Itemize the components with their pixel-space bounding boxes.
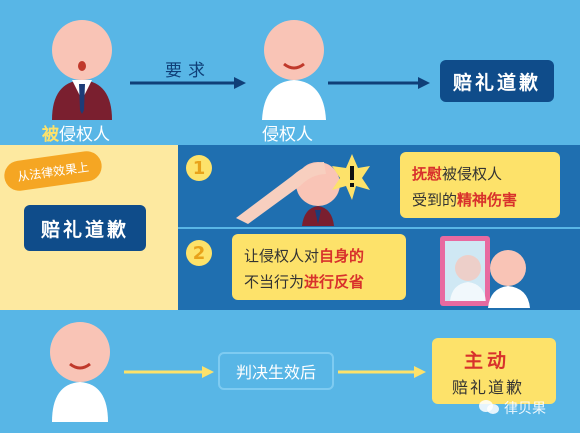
judgment-arrow-right (338, 366, 426, 378)
judgment-arrow-left (124, 366, 214, 378)
wechat-icon (479, 400, 499, 414)
item-1-line-1-emph: 抚慰 (412, 165, 443, 183)
result-arrow (328, 77, 430, 89)
item-2-number: 2 (186, 240, 212, 266)
infringed-label-prefix: 被 (42, 125, 59, 145)
apology-left-text: 赔礼道歉 (40, 218, 129, 241)
item-1-line-2: 受到的精神伤害 (412, 189, 517, 210)
item-1-box (400, 152, 560, 218)
item-2-box (232, 234, 406, 300)
item-2-line-1: 让侵权人对自身的 (244, 245, 364, 266)
items-divider (178, 227, 580, 229)
item-1-number: 1 (186, 155, 212, 181)
item-1-line-2-rest: 受到的 (412, 191, 458, 209)
infringer-person-figure (262, 20, 326, 120)
infringed-person-figure (52, 20, 112, 120)
item-2-line-2-emph: 进行反省 (304, 273, 365, 291)
mirror-reflection-figure (440, 236, 530, 308)
item-2-line-2: 不当行为进行反省 (244, 271, 364, 292)
demand-arrow (130, 77, 246, 89)
watermark-text: 律贝果 (504, 401, 546, 417)
infringer-label: 侵权人 (262, 125, 313, 145)
item-2-line-1-rest: 让侵权人对 (244, 247, 320, 265)
apology-demand-text: 赔礼道歉 (452, 71, 541, 94)
demand-arrow-label: 要求 (165, 61, 211, 81)
item-1-line-2-emph: 精神伤害 (457, 191, 518, 209)
judgment-box: 判决生效后 (218, 352, 334, 390)
infringed-label: 被侵权人 (42, 120, 110, 145)
apologizing-person-figure (50, 322, 110, 422)
legal-effect-tag-text: 从法律效果上 (16, 159, 90, 184)
comforting-hand-figure (236, 154, 370, 226)
infringed-label-suffix: 侵权人 (59, 125, 110, 145)
item-1-line-1-rest: 被侵权人 (442, 165, 503, 183)
item-2-line-1-emph: 自身的 (319, 247, 365, 265)
judgment-text: 判决生效后 (235, 363, 316, 382)
apology-demand-box: 赔礼道歉 (440, 60, 554, 102)
item-1-line-1: 抚慰被侵权人 (412, 163, 502, 184)
apology-left-box: 赔礼道歉 (24, 205, 146, 251)
active-apology-line-1: 主动 (464, 350, 511, 372)
item-2-line-2-rest: 不当行为 (244, 273, 305, 291)
active-apology-box (432, 338, 556, 404)
active-apology-line-2: 赔礼道歉 (452, 378, 525, 397)
